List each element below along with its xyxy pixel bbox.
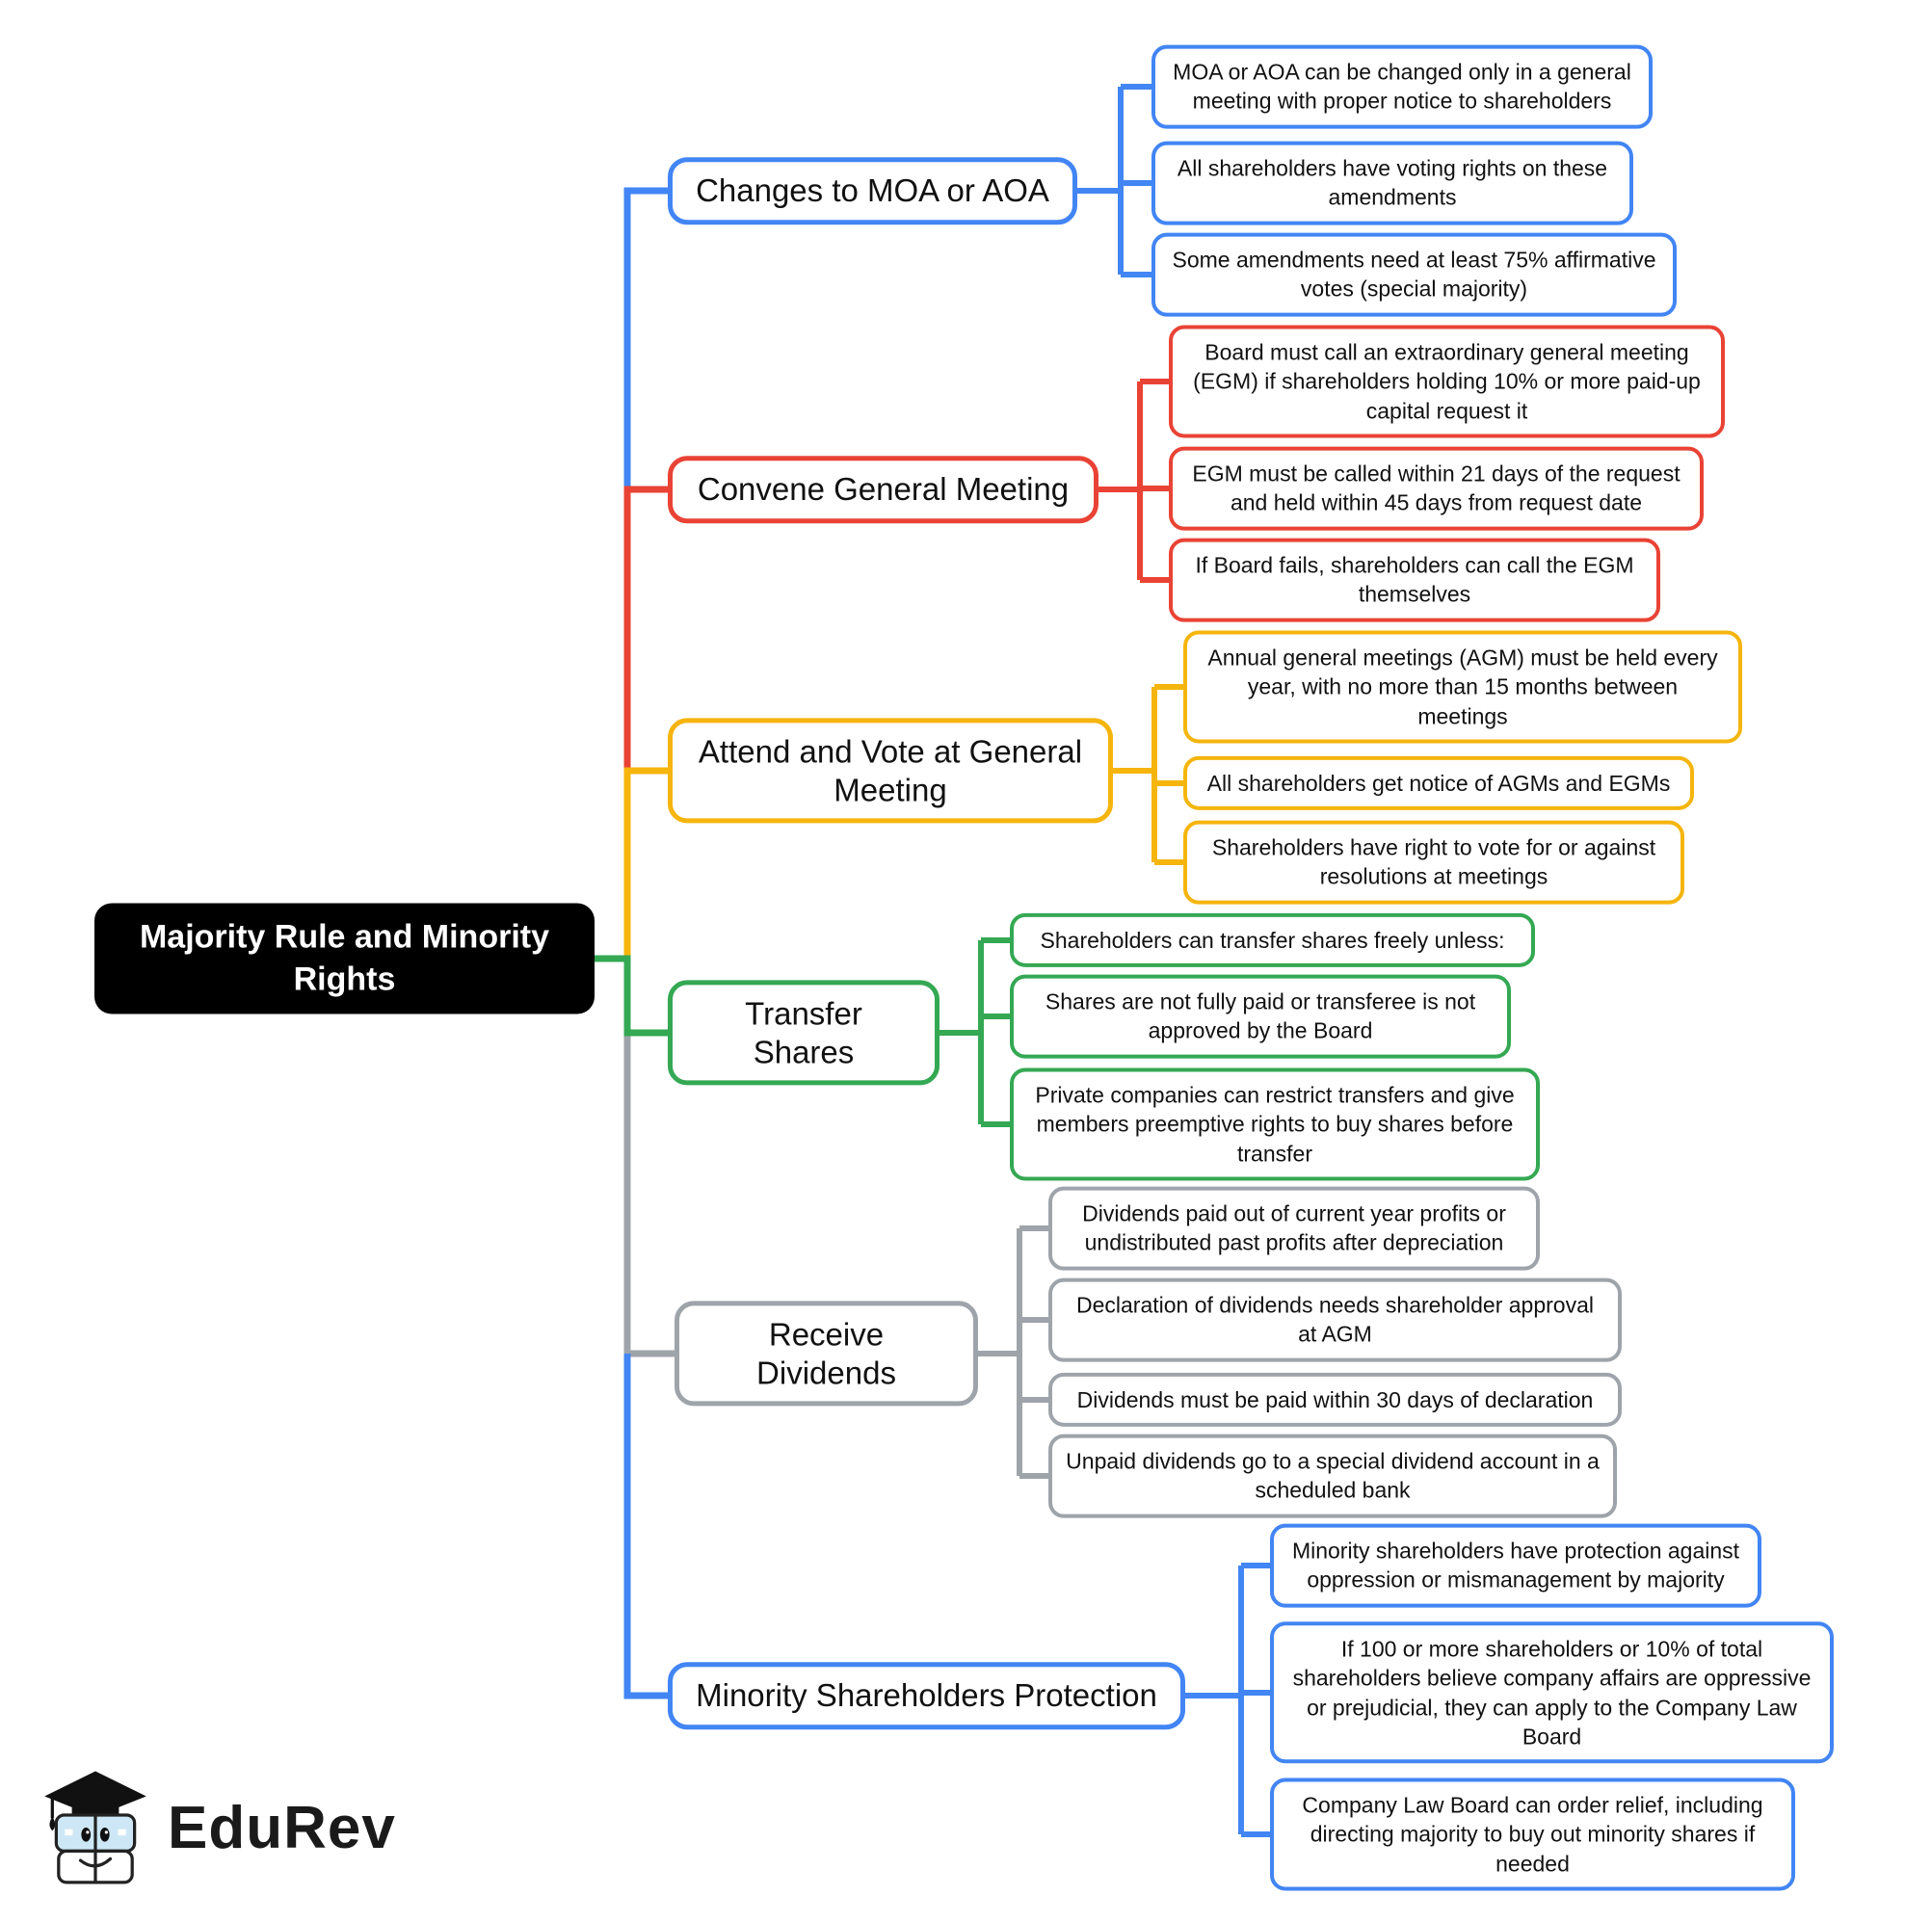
leaf-dividends-2: Declaration of dividends needs sharehold…	[1048, 1277, 1622, 1362]
trunk-segment-changes	[623, 187, 668, 489]
edurev-mascot-icon	[44, 1771, 146, 1884]
leaf-minority-3: Company Law Board can order relief, incl…	[1270, 1777, 1795, 1891]
branch-transfer-shares: Transfer Shares	[668, 980, 940, 1086]
leaf-convene-1: Board must call an extraordinary general…	[1169, 325, 1725, 438]
trunk-segment-attend	[623, 767, 668, 959]
leaf-changes-3: Some amendments need at least 75% affirm…	[1151, 232, 1677, 317]
connector-group-minority	[1185, 1563, 1270, 1837]
leaf-convene-2: EGM must be called within 21 days of the…	[1169, 446, 1704, 531]
branch-convene-general-meeting: Convene General Meeting	[668, 456, 1098, 523]
leaf-minority-2: If 100 or more shareholders or 10% of to…	[1270, 1621, 1834, 1764]
branch-minority-protection: Minority Shareholders Protection	[668, 1662, 1185, 1729]
edurev-logo: EduRev	[37, 1765, 396, 1890]
trunk-segment-receive	[623, 1033, 675, 1357]
leaf-minority-1: Minority shareholders have protection ag…	[1270, 1523, 1761, 1608]
leaf-dividends-4: Unpaid dividends go to a special dividen…	[1048, 1434, 1617, 1518]
leaf-changes-1: MOA or AOA can be changed only in a gene…	[1151, 44, 1653, 129]
connector-group-changes	[1077, 84, 1151, 277]
branch-receive-dividends: Receive Dividends	[675, 1301, 978, 1407]
connector-group-attend	[1113, 684, 1183, 865]
branch-attend-vote: Attend and Vote at General Meeting	[668, 718, 1113, 824]
leaf-attend-3: Shareholders have right to vote for or a…	[1183, 820, 1684, 905]
leaf-dividends-1: Dividends paid out of current year profi…	[1048, 1186, 1540, 1271]
leaf-dividends-3: Dividends must be paid within 30 days of…	[1048, 1372, 1622, 1428]
connector-group-convene	[1098, 379, 1169, 583]
edurev-logo-text: EduRev	[168, 1794, 396, 1861]
connector-group-receive	[978, 1225, 1048, 1479]
root-node: Majority Rule and Minority Rights	[94, 903, 595, 1014]
trunk-segment-transfer	[595, 955, 668, 1037]
trunk-segment-convene	[623, 486, 668, 771]
connector-group-transfer	[940, 937, 1010, 1127]
branch-changes-moa-aoa: Changes to MOA or AOA	[668, 157, 1077, 224]
leaf-transfer-2: Shares are not fully paid or transferee …	[1010, 974, 1511, 1059]
trunk-segment-minority	[623, 1354, 668, 1699]
leaf-attend-2: All shareholders get notice of AGMs and …	[1183, 755, 1694, 811]
leaf-attend-1: Annual general meetings (AGM) must be he…	[1183, 630, 1742, 744]
leaf-transfer-3: Private companies can restrict transfers…	[1010, 1067, 1540, 1181]
leaf-changes-2: All shareholders have voting rights on t…	[1151, 141, 1633, 225]
leaf-convene-3: If Board fails, shareholders can call th…	[1169, 538, 1660, 622]
leaf-transfer-1: Shareholders can transfer shares freely …	[1010, 912, 1535, 968]
